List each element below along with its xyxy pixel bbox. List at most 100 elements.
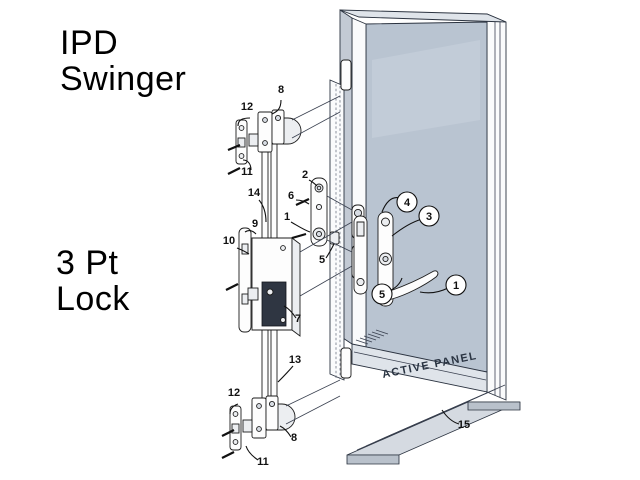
callout-bubble-c4: 4	[396, 191, 418, 213]
bottom-plate-slot	[231, 423, 240, 434]
frame-right-stile	[486, 13, 507, 401]
leader-9	[244, 230, 257, 235]
lock-case-hole-2	[280, 317, 286, 323]
product-title-line2: Lock	[56, 279, 130, 318]
door-assembly: ACTIVE PANEL	[339, 9, 507, 401]
brand-title-line2: Swinger	[60, 59, 187, 98]
callout-6: 6	[288, 190, 294, 202]
bottom-plate-hole-1	[232, 411, 239, 417]
guide-keeper-1	[326, 195, 353, 211]
leader-10	[236, 247, 250, 255]
bubble-ring	[418, 205, 440, 227]
top-hinge-tab-hole	[274, 114, 282, 122]
callout-8b: 8	[291, 432, 297, 444]
escutcheon-thumbturn	[356, 221, 365, 237]
guide-bot-2	[285, 395, 341, 425]
leader-11-bot	[245, 445, 259, 461]
bubble-label: 1	[453, 280, 459, 292]
handle-cylinder-core	[382, 255, 389, 263]
callout-13: 13	[289, 354, 301, 366]
threshold-end-cap	[467, 401, 521, 411]
top-hinge-screw-2	[262, 140, 268, 146]
bubble-ring	[396, 191, 418, 213]
jamb-stile	[329, 79, 345, 381]
callout-8t: 8	[278, 84, 284, 96]
bottom-hinge-screw-2	[256, 426, 262, 432]
leader-14	[258, 199, 267, 223]
top-plate-slot	[237, 137, 246, 148]
bubble-label: 5	[379, 289, 385, 301]
tick-12-top	[227, 143, 241, 152]
brand-title-line1: IPD	[60, 24, 119, 62]
callout-9: 9	[252, 218, 258, 230]
callout-5: 5	[319, 254, 325, 266]
leader-2	[308, 179, 318, 187]
threshold-sill	[346, 384, 521, 465]
guide-mid-1	[299, 221, 353, 253]
faceplate-strip-upper	[261, 149, 269, 239]
callout-bubble-c1: 1	[445, 274, 467, 296]
callout-bubble-c5: 5	[371, 283, 393, 305]
top-plate-hole-2	[238, 153, 245, 159]
callout-14: 14	[248, 187, 261, 199]
frame-top-rail	[339, 9, 507, 23]
leader-5-left	[325, 243, 335, 259]
door-lock-stile	[351, 17, 367, 353]
threshold-rib-4	[383, 384, 506, 439]
bottom-plate-hole-2	[232, 439, 239, 445]
tick-11-top	[227, 167, 241, 175]
jamb-hinge-pocket-top	[340, 59, 352, 91]
alignment-guides	[285, 95, 353, 425]
leader-1-left	[290, 221, 311, 233]
guide-mid-2	[299, 265, 353, 297]
door-rail-hatch	[355, 329, 389, 345]
lock-case-side	[291, 237, 301, 337]
callout-bubble-c3: 3	[418, 205, 440, 227]
bubble-ring	[371, 283, 393, 305]
bubble-label: 4	[404, 197, 411, 209]
leader-8-top	[271, 99, 282, 115]
callout-12b: 12	[228, 387, 240, 399]
keeper-cam-core	[315, 230, 323, 238]
tick-11-bot	[221, 451, 235, 459]
escutcheon-fixing	[356, 277, 365, 287]
brand-title: IPD Swinger	[60, 24, 187, 98]
arrow-ticks	[221, 143, 310, 459]
guide-keeper-2	[326, 239, 353, 253]
leader-12-top	[237, 117, 251, 127]
lock-faceplate-slot-1	[241, 243, 249, 255]
latch-bolt	[247, 287, 259, 301]
lock-case-group	[238, 227, 301, 337]
door-bottom-rail-line	[353, 351, 487, 381]
top-hinge-group	[235, 109, 302, 165]
leader-7	[283, 305, 297, 319]
lock-case-spindle	[266, 288, 274, 296]
product-title: 3 Pt Lock	[56, 245, 130, 318]
callout-bubbles: 43 1 5	[371, 191, 467, 305]
callout-11t: 11	[241, 166, 253, 178]
callout-2: 2	[302, 169, 308, 181]
mid-keeper-group	[310, 177, 340, 247]
leader-8-bot	[279, 425, 292, 438]
guide-top-1	[291, 95, 341, 121]
leader-15	[441, 409, 460, 425]
leader-lines	[229, 99, 460, 461]
threshold-face	[346, 454, 400, 465]
leader-11-top	[242, 159, 252, 171]
top-keeper-block	[248, 133, 259, 147]
bottom-hinge-screw-1	[256, 403, 262, 409]
callout-7: 7	[295, 313, 301, 325]
jamb-hinge-pocket-bottom	[340, 347, 352, 379]
guide-bot-1	[285, 379, 341, 407]
top-hinge-screw-1	[262, 117, 268, 123]
keeper-hole-top-core	[316, 185, 322, 191]
callout-11b: 11	[257, 456, 269, 468]
tick-1-left	[291, 232, 307, 240]
callout-10: 10	[223, 235, 235, 247]
callout-1: 1	[284, 211, 290, 223]
handle-hardware	[353, 211, 439, 307]
leader-circle-1	[419, 287, 449, 294]
